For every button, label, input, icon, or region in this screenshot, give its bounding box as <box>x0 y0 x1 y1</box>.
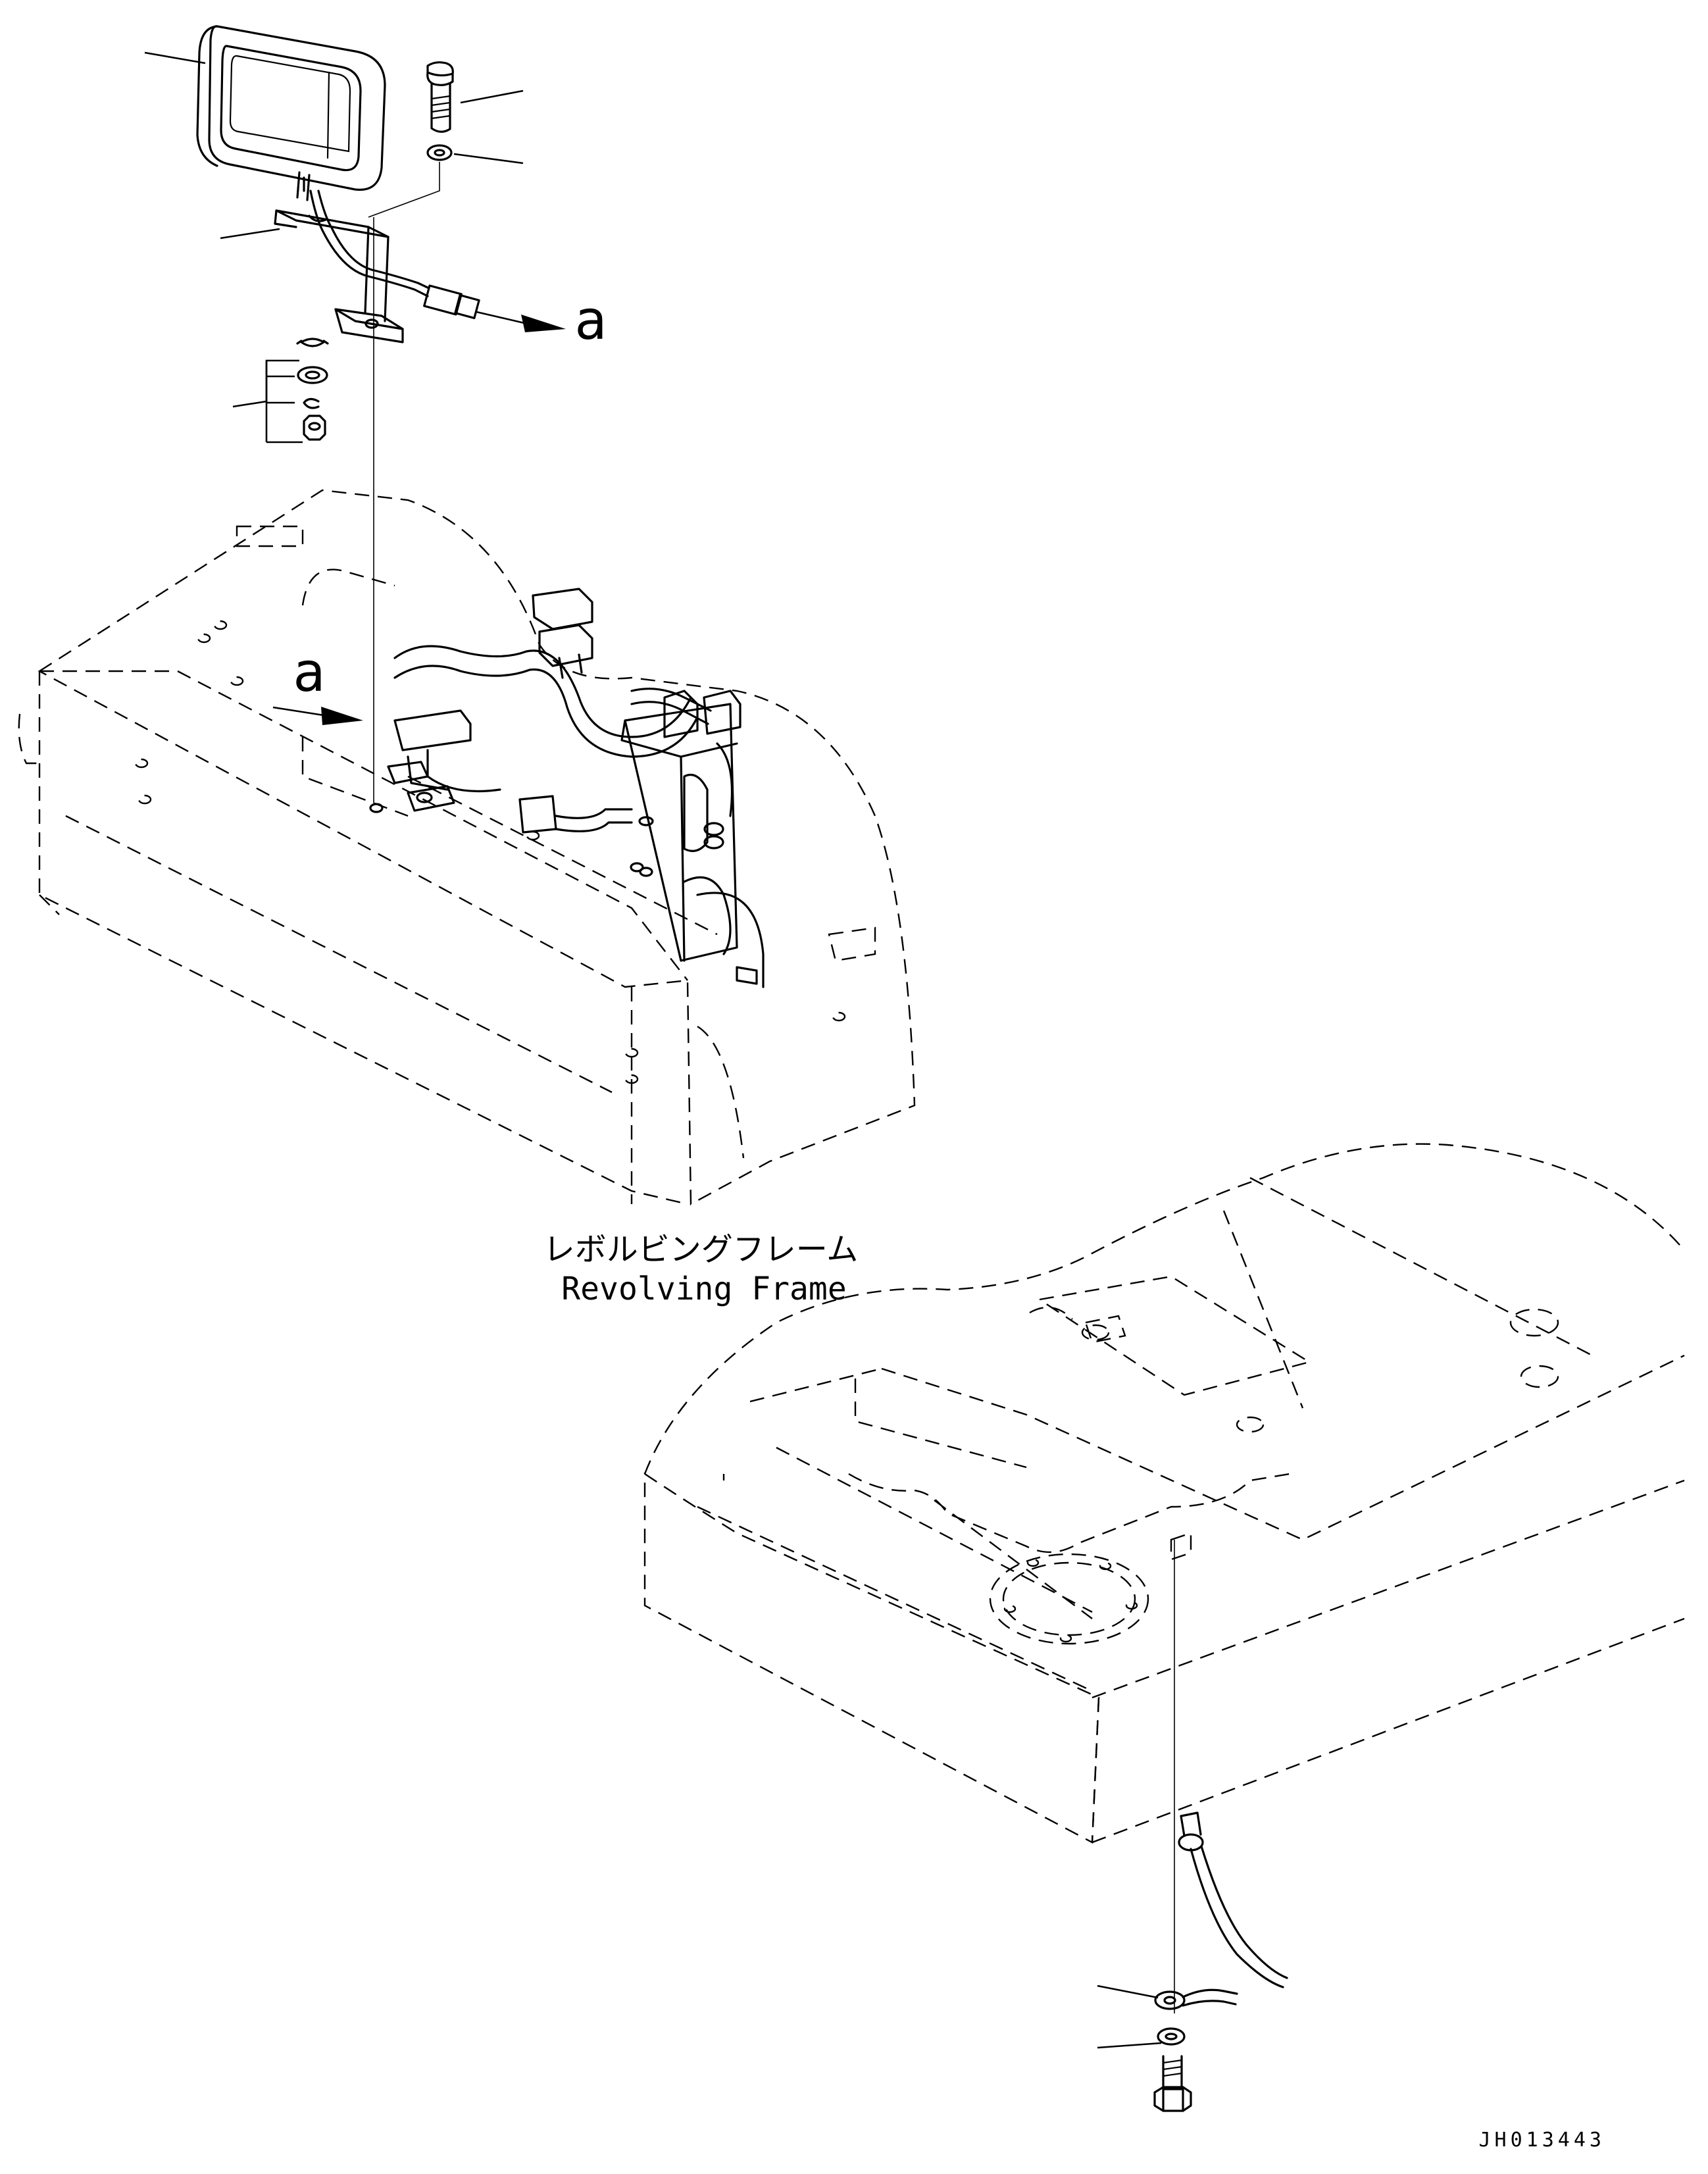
revolving-frame-lower <box>643 1143 1685 1844</box>
leader-lines-top <box>144 51 524 443</box>
washer-nut-stack <box>296 338 329 441</box>
connector-callout-label: a <box>574 290 607 352</box>
lamp-harness <box>309 190 480 320</box>
connector-callout-arrow <box>476 311 566 332</box>
mounting-bolt <box>426 61 454 161</box>
view-marker-label: a <box>293 642 325 704</box>
ground-bolt-hardware <box>1097 1984 1192 2112</box>
work-lamp <box>196 25 386 201</box>
ground-cable <box>1154 1811 1288 2010</box>
frame-harness <box>369 588 765 988</box>
revolving-frame-upper <box>18 489 916 1205</box>
drawing-number: JH013443 <box>1479 2129 1606 2152</box>
lamp-bracket <box>274 209 404 343</box>
bolt-centerline <box>368 162 440 218</box>
view-marker-arrow <box>272 706 363 725</box>
frame-name-ja: レボルビングフレーム <box>543 1231 859 1268</box>
frame-name-en: Revolving Frame <box>561 1271 846 1307</box>
